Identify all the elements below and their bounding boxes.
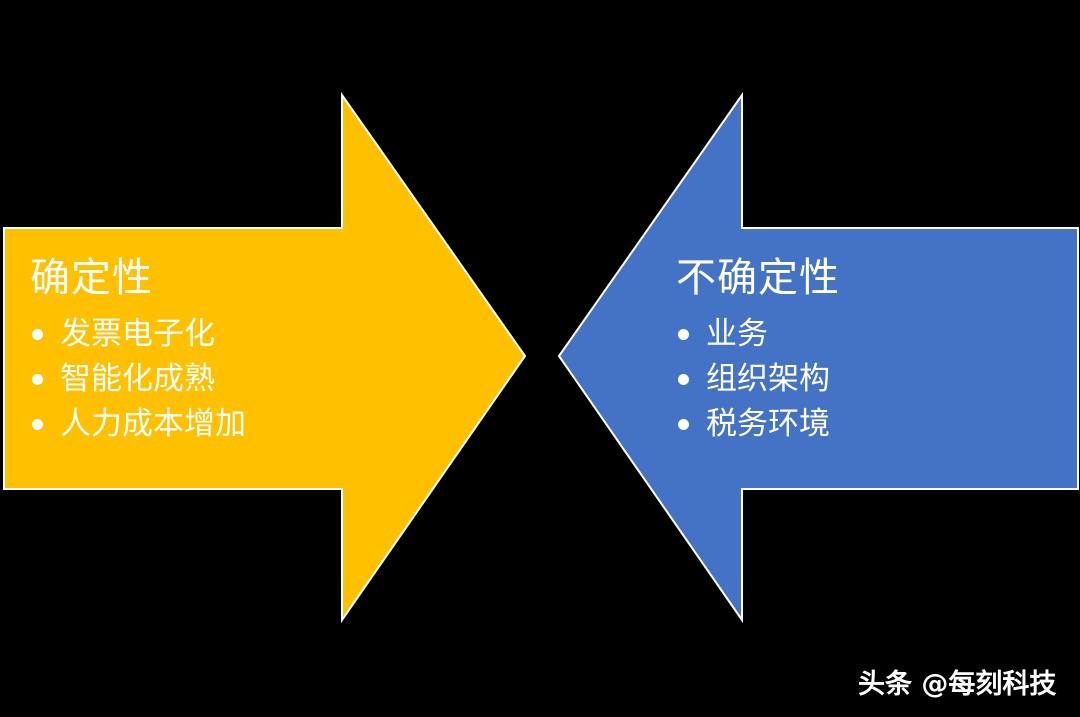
watermark: 头条 @每刻科技 (858, 669, 1057, 700)
list-item: 组织架构 (676, 357, 840, 402)
list-item: 人力成本增加 (30, 402, 246, 447)
bullet-icon (32, 419, 43, 430)
list-item: 业务 (676, 312, 840, 357)
list-item: 税务环境 (676, 402, 840, 447)
bullet-icon (678, 329, 689, 340)
list-item: 智能化成熟 (30, 357, 246, 402)
uncertainty-list: 业务 组织架构 税务环境 (676, 312, 840, 447)
right-pointing-arrow-shape (3, 91, 527, 624)
certainty-list: 发票电子化 智能化成熟 人力成本增加 (30, 312, 246, 447)
bullet-icon (32, 329, 43, 340)
list-item: 发票电子化 (30, 312, 246, 357)
uncertainty-title: 不确定性 (676, 255, 840, 301)
left-pointing-arrow-shape (557, 91, 1079, 624)
certainty-title: 确定性 (30, 255, 153, 301)
bullet-icon (678, 374, 689, 385)
bullet-icon (32, 374, 43, 385)
uncertainty-block: 不确定性 业务 组织架构 税务环境 (676, 254, 840, 447)
bullet-icon (678, 419, 689, 430)
certainty-block: 确定性 发票电子化 智能化成熟 人力成本增加 (30, 254, 246, 447)
